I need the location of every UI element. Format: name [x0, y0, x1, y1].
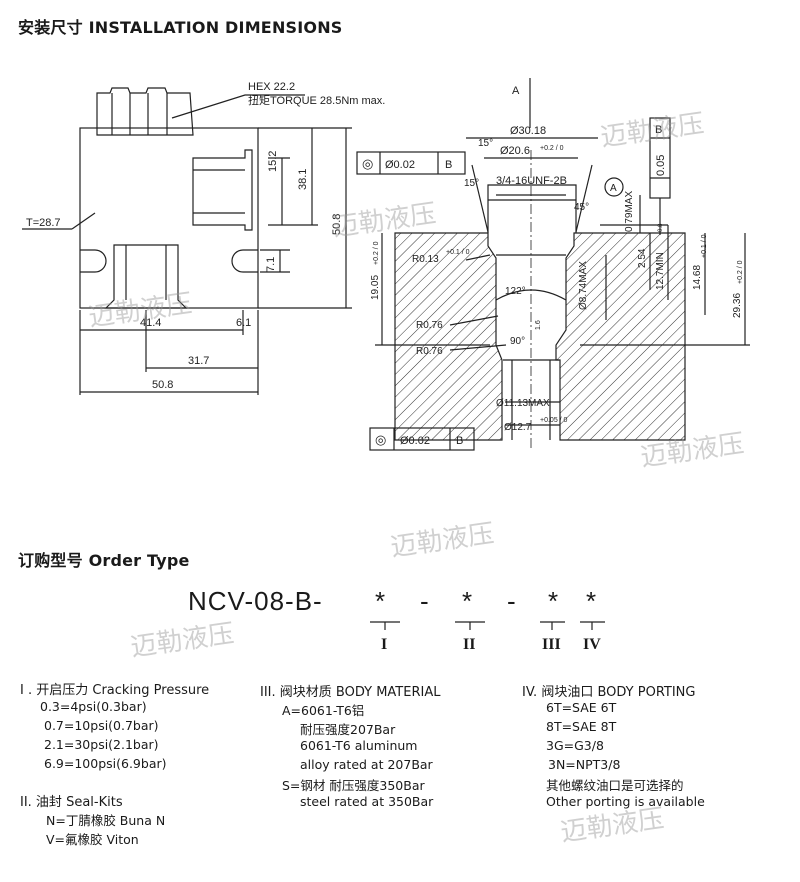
- angle-45: 45°: [574, 202, 589, 213]
- roman-iv: IV: [583, 636, 601, 653]
- dim-41-4: 41.4: [140, 317, 161, 329]
- roman-iii: III: [542, 636, 561, 653]
- order-code-dash-2: -: [507, 586, 517, 616]
- dim-12-7-min: 12.7MIN: [655, 252, 666, 290]
- dim-50-8-vertical: 50.8: [331, 214, 343, 235]
- datum-a: A: [512, 85, 520, 97]
- fcf-top: [356, 151, 466, 175]
- angle-15-top: 15°: [478, 138, 493, 149]
- section-i-line: 0.7=10psi(0.7bar): [44, 718, 159, 733]
- order-code-prefix: NCV-08-B-: [188, 586, 323, 616]
- fcf-bottom-tolerance: Ø0.02: [400, 435, 430, 447]
- dia-20-6: Ø20.6: [500, 145, 530, 157]
- tol-14-68: +0.1 / 0: [701, 234, 708, 258]
- tol-19-05: +0.2 / 0: [373, 241, 380, 265]
- dim-11-13-max: Ø11.13MAX: [496, 398, 550, 409]
- section-iii-line: 耐压强度207Bar: [300, 722, 396, 737]
- dim-7-1: 7.1: [265, 257, 277, 272]
- order-code-dash-1: -: [420, 586, 430, 616]
- tol-20-6: +0.2 / 0: [540, 145, 564, 152]
- section-iv-line: 其他螺纹油口是可选择的: [546, 778, 684, 793]
- section-iii-line: 6061-T6 aluminum: [300, 738, 418, 753]
- finish-0-8: 0.8: [658, 223, 664, 232]
- hex-label: HEX 22.2: [248, 81, 295, 93]
- side-fcf-tolerance: 0.05: [655, 155, 667, 176]
- hex-nut: [96, 87, 194, 136]
- order-type-title: 订购型号 Order Type: [18, 551, 190, 570]
- dim-38-1: 38.1: [297, 169, 309, 190]
- dim-19-05: 19.05: [370, 275, 381, 300]
- section-i-title: I . 开启压力 Cracking Pressure: [20, 683, 210, 698]
- section-i-line: 0.3=4psi(0.3bar): [40, 699, 147, 714]
- section-ii-line: V=氟橡胶 Viton: [46, 832, 139, 847]
- dia-12-7: Ø12.7: [504, 422, 532, 433]
- watermark-text: 迈勒液压: [128, 618, 236, 664]
- torque-label: 扭矩TORQUE 28.5Nm max.: [248, 93, 385, 107]
- dim-50-8-horizontal: 50.8: [152, 379, 173, 391]
- datum-a-circle: A: [610, 183, 617, 194]
- section-iv-title: IV. 阀块油口 BODY PORTING: [522, 685, 696, 700]
- r-0-13: R0.13: [412, 254, 439, 265]
- tol-r-0-13: +0.1 / 0: [446, 249, 470, 256]
- section-iii-line: A=6061-T6铝: [282, 703, 365, 718]
- dim-31-7: 31.7: [188, 355, 209, 367]
- order-code-star-3: *: [548, 586, 560, 616]
- fcf-top-tolerance: Ø0.02: [385, 159, 415, 171]
- fcf-bottom-symbol: ◎: [375, 432, 386, 447]
- section-iii-line: alloy rated at 207Bar: [300, 757, 433, 772]
- mount-slot-right: [231, 249, 258, 273]
- t-label: T=28.7: [26, 217, 61, 229]
- angle-90: 90°: [510, 336, 525, 347]
- section-i-line: 6.9=100psi(6.9bar): [44, 756, 167, 771]
- left-view: [22, 87, 352, 395]
- section-ii-line: N=丁腈橡胶 Buna N: [46, 813, 166, 828]
- angle-122: 122°: [505, 286, 526, 297]
- section-iii-line: steel rated at 350Bar: [300, 794, 434, 809]
- dim-2-54: 2.54: [637, 248, 648, 268]
- section-iv-line: Other porting is available: [546, 794, 705, 809]
- mount-slot-left: [80, 249, 107, 273]
- section-iii-line: S=钢材 耐压强度350Bar: [282, 778, 425, 793]
- installation-dimensions-title: 安装尺寸 INSTALLATION DIMENSIONS: [18, 18, 343, 37]
- bottom-port: [104, 244, 188, 309]
- order-code-star-1: *: [375, 586, 387, 616]
- fcf-top-datum: B: [445, 159, 452, 171]
- finish-1-6: 1.6: [535, 320, 542, 330]
- dia-30-18: Ø30.18: [510, 125, 546, 137]
- section-ii-title: II. 油封 Seal-Kits: [20, 795, 123, 810]
- section-iv-line: 3G=G3/8: [546, 738, 604, 753]
- fcf-bottom: [369, 427, 475, 451]
- section-i-line: 2.1=30psi(2.1bar): [44, 737, 159, 752]
- section-iv-line: 8T=SAE 8T: [546, 719, 617, 734]
- dim-14-68: 14.68: [692, 265, 703, 290]
- side-port: [192, 149, 253, 231]
- r-0-76-lower: R0.76: [416, 346, 443, 357]
- order-code-star-2: *: [462, 586, 474, 616]
- dim-0-79-max: 0.79MAX: [624, 191, 635, 232]
- dim-8-74-max: Ø8.74MAX: [578, 261, 589, 310]
- side-fcf-datum: B: [655, 124, 662, 136]
- angle-15: 15°: [464, 178, 479, 189]
- valve-body: [79, 127, 259, 309]
- fcf-bottom-datum: B: [456, 435, 463, 447]
- dim-15-2: 15.2: [267, 151, 279, 172]
- dim-29-36: 29.36: [732, 293, 743, 318]
- section-iv-line: 6T=SAE 6T: [546, 700, 617, 715]
- roman-ii: II: [463, 636, 476, 653]
- fcf-top-symbol: ◎: [362, 156, 373, 171]
- tol-29-36: +0.2 / 0: [737, 260, 744, 284]
- roman-i: I: [381, 636, 388, 653]
- section-iii-title: III. 阀块材质 BODY MATERIAL: [260, 685, 441, 700]
- section-iv-line: 3N=NPT3/8: [548, 757, 621, 772]
- order-code-star-4: *: [586, 586, 598, 616]
- thread-label: 3/4-16UNF-2B: [496, 175, 567, 187]
- installation-drawing: HEX 22.2 扭矩TORQUE 28.5Nm max. T=28.7 15.…: [22, 78, 750, 451]
- cavity-section: [375, 78, 750, 450]
- r-0-76-upper: R0.76: [416, 320, 443, 331]
- dim-6-1: 6.1: [236, 317, 251, 329]
- tol-12-7: +0.05 / 0: [540, 417, 568, 424]
